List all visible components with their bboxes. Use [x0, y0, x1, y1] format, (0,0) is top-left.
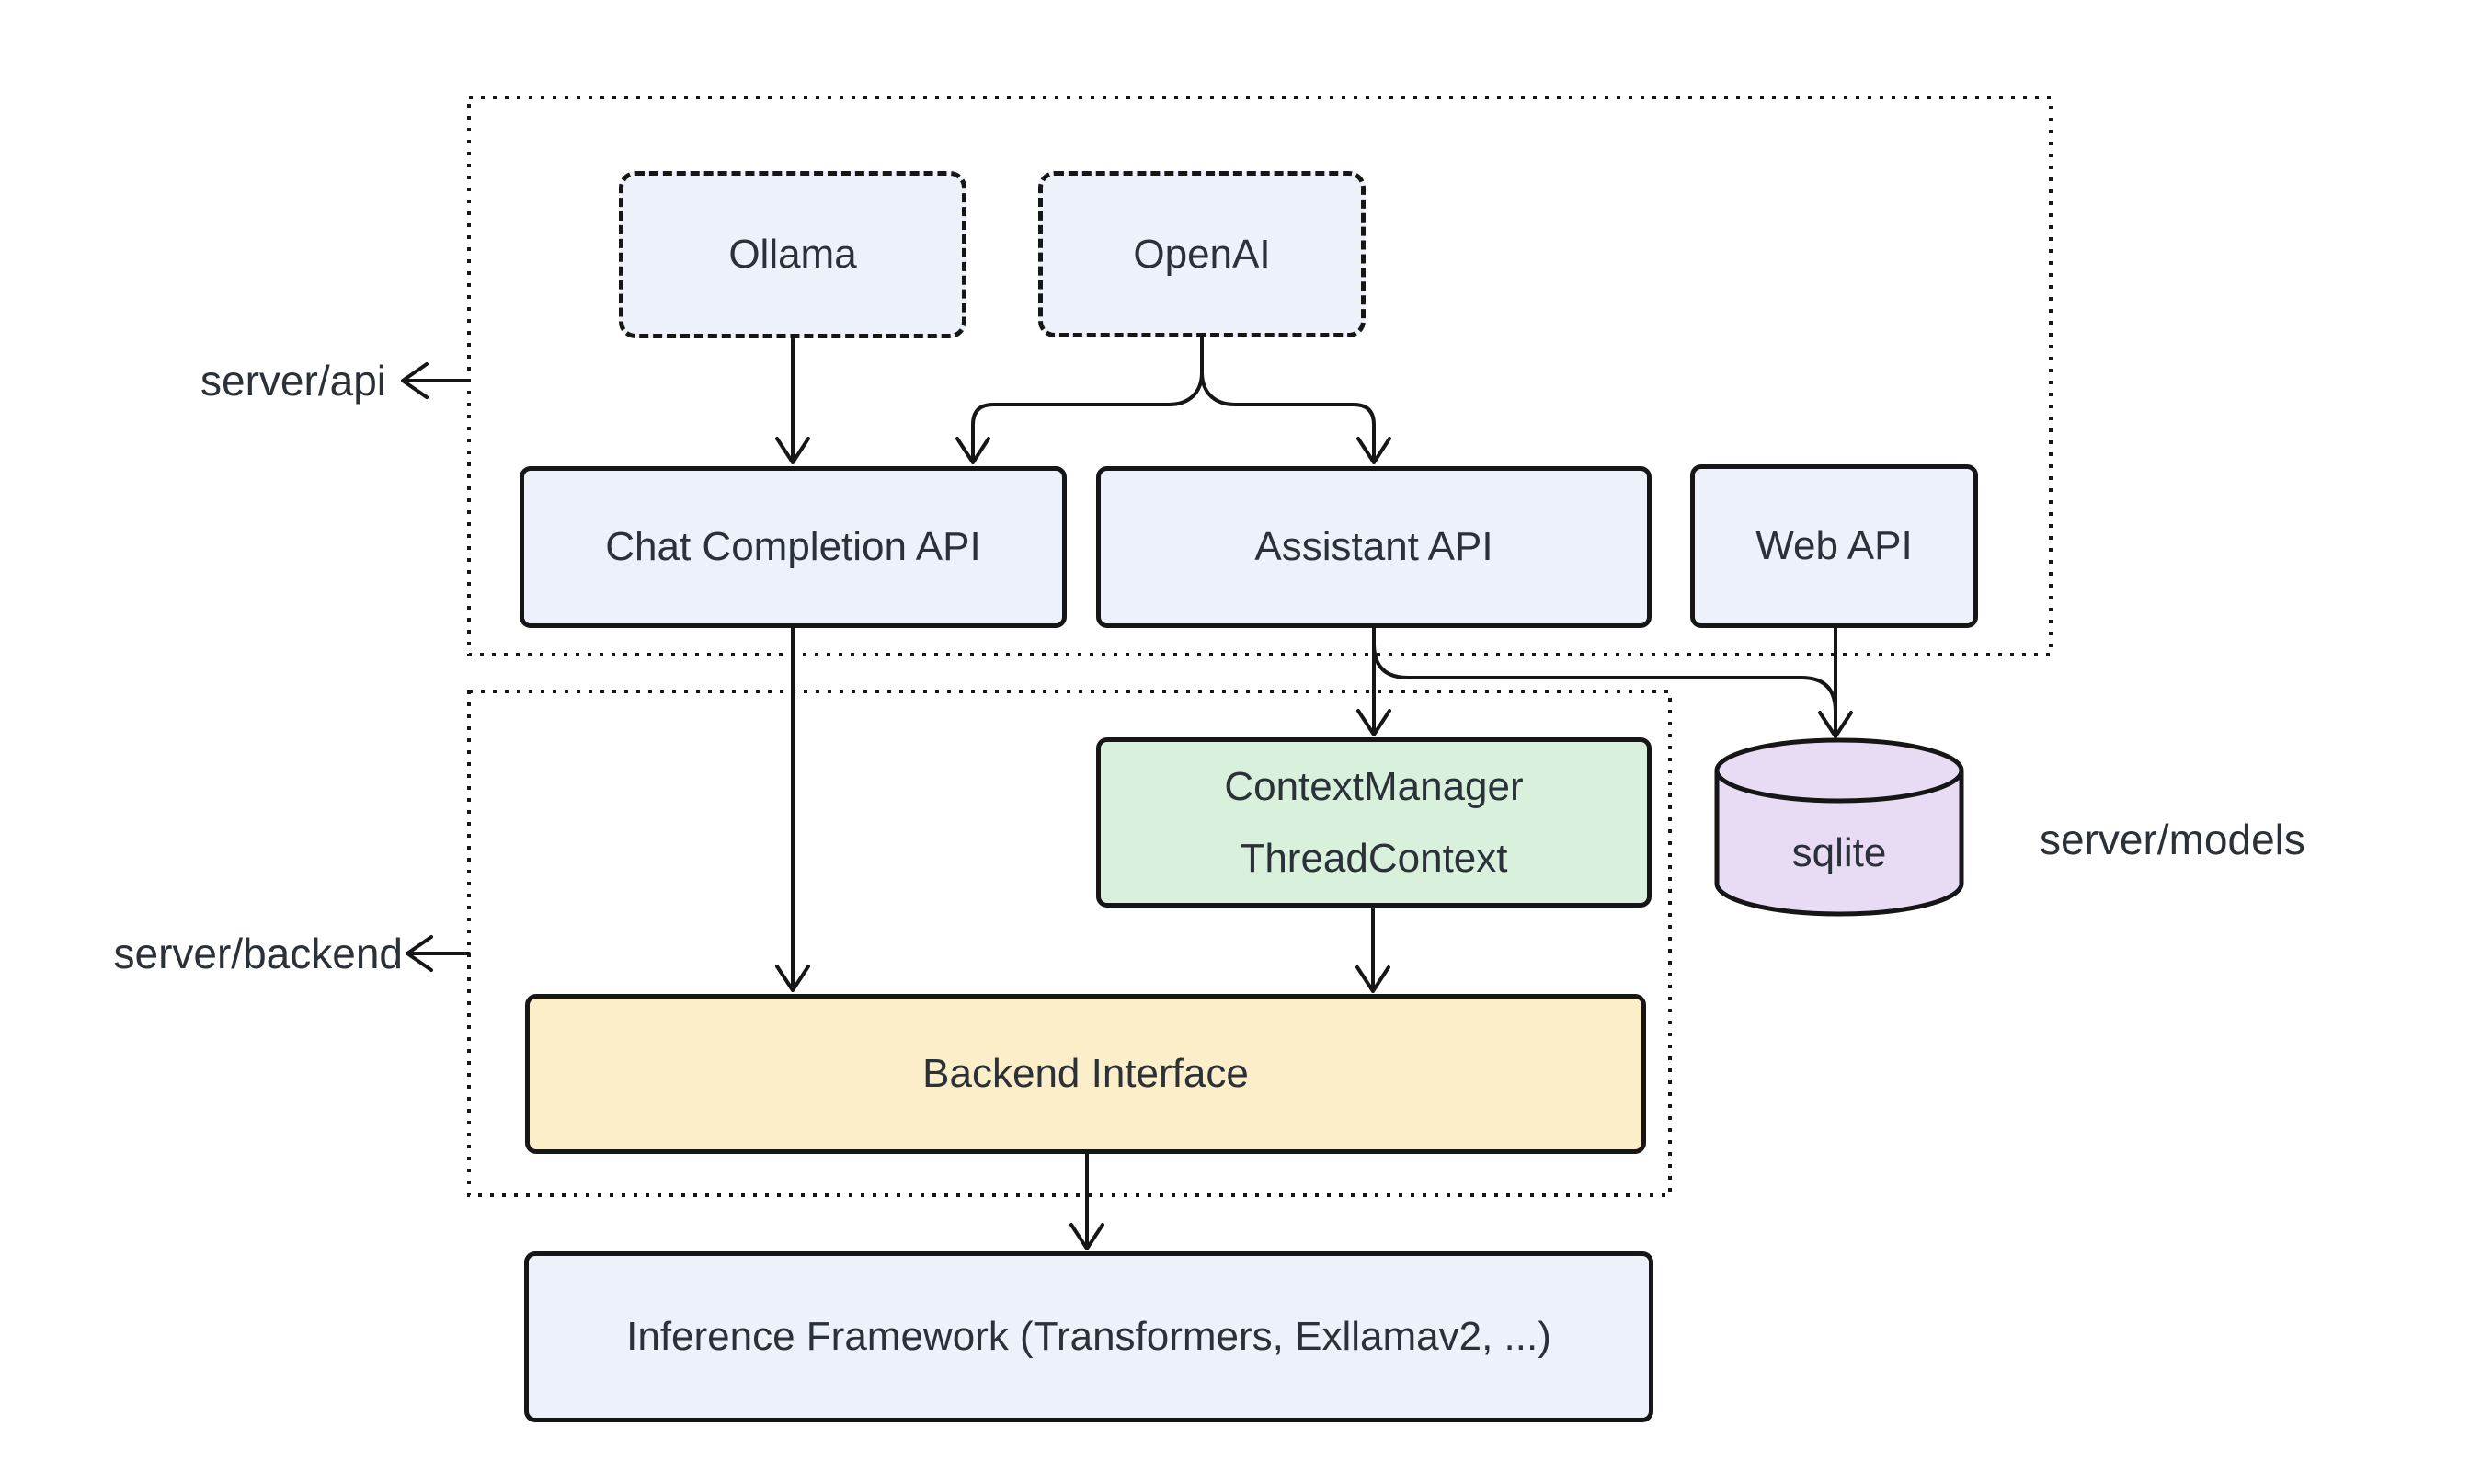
sqlite-cylinder-body: [1714, 771, 1964, 917]
node-ollama-label: Ollama: [728, 232, 857, 277]
server-api-container: [467, 96, 2053, 656]
node-openai-label: OpenAI: [1133, 231, 1271, 277]
node-ollama: Ollama: [619, 171, 966, 338]
node-openai: OpenAI: [1038, 171, 1366, 337]
context-manager-line2: ThreadContext: [1240, 835, 1508, 881]
edge-chat-completion-to-backend-interface: [775, 626, 810, 992]
node-chat-completion-api-label: Chat Completion API: [605, 524, 981, 569]
node-context-manager-label: ContextManager ThreadContext: [1224, 751, 1523, 895]
server-backend-label: server/backend: [113, 930, 404, 977]
node-inference-framework: Inference Framework (Transformers, Exlla…: [524, 1251, 1653, 1422]
edge-server-backend-label-arrow: [406, 935, 471, 972]
edge-ollama-to-chat-completion: [775, 337, 810, 464]
node-sqlite: sqlite: [1717, 798, 1961, 908]
edge-assistant-to-sqlite: [1372, 642, 1837, 713]
node-sqlite-label: sqlite: [1791, 830, 1887, 875]
edge-openai-to-chat-completion: [955, 337, 1204, 464]
server-api-label: server/api: [200, 357, 386, 405]
sqlite-cylinder-top: [1714, 737, 1964, 804]
node-backend-interface: Backend Interface: [525, 994, 1646, 1154]
edge-openai-to-assistant: [1200, 371, 1391, 464]
server-backend-container: [467, 690, 1672, 1197]
edge-backend-interface-to-inference: [1069, 1152, 1104, 1250]
server-models-label: server/models: [2040, 816, 2305, 863]
node-inference-framework-label: Inference Framework (Transformers, Exlla…: [626, 1314, 1551, 1359]
node-web-api-label: Web API: [1755, 523, 1913, 568]
node-assistant-api-label: Assistant API: [1254, 524, 1493, 569]
context-manager-line1: ContextManager: [1224, 763, 1524, 809]
node-web-api: Web API: [1690, 464, 1978, 628]
edge-web-api-to-sqlite: [1818, 626, 1853, 738]
node-assistant-api: Assistant API: [1096, 466, 1652, 628]
node-chat-completion-api: Chat Completion API: [520, 466, 1067, 628]
node-backend-interface-label: Backend Interface: [922, 1051, 1249, 1096]
edge-context-manager-to-backend-interface: [1355, 906, 1390, 993]
edge-server-api-label-arrow: [401, 362, 471, 399]
node-context-manager: ContextManager ThreadContext: [1096, 737, 1652, 908]
